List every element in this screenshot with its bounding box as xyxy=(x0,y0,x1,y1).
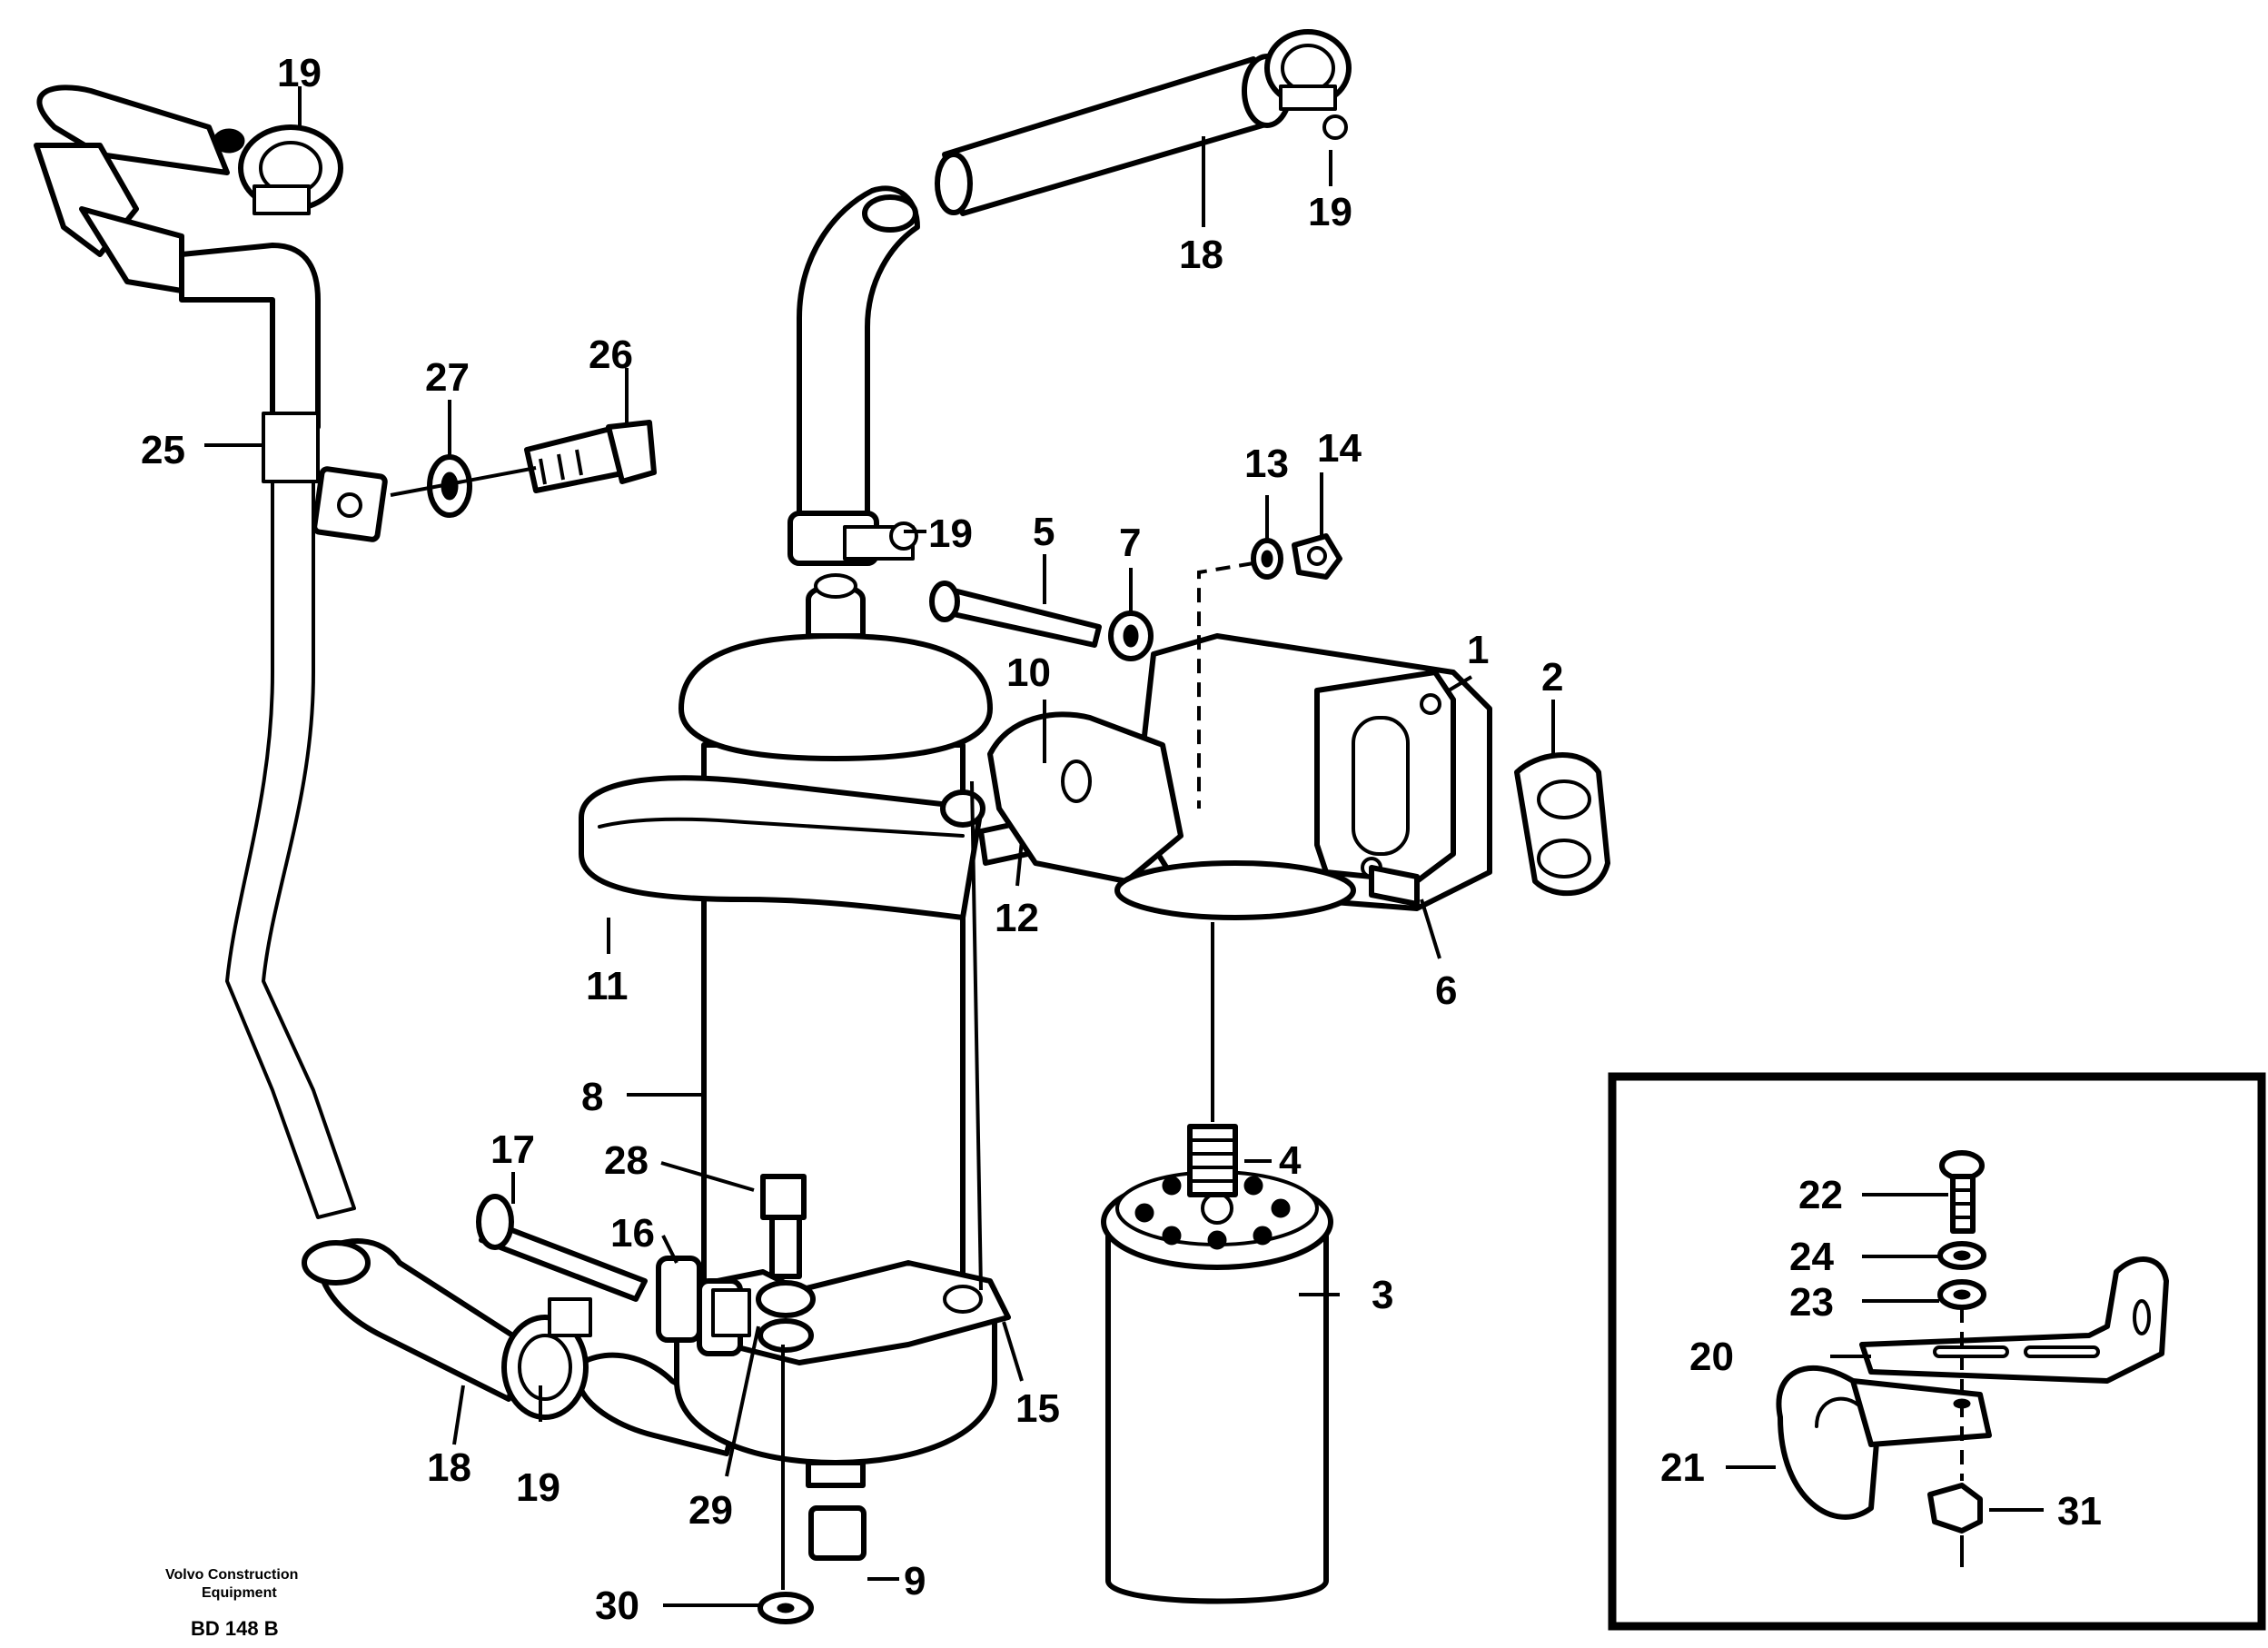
nipple-4 xyxy=(1187,1124,1238,1197)
callout-11: 11 xyxy=(586,964,629,1008)
lock-washer-24 xyxy=(1937,1241,1986,1270)
footer: Volvo Construction Equipment BD 148 B xyxy=(165,1567,298,1640)
nut-31 xyxy=(1927,1483,1983,1534)
callout-25: 25 xyxy=(141,428,185,472)
callout-15: 15 xyxy=(1015,1386,1060,1431)
callout-19-inlet: 19 xyxy=(928,511,973,556)
callout-14: 14 xyxy=(1317,426,1362,471)
upper-hose-18 xyxy=(935,54,1292,216)
hose-clamp-lower-left xyxy=(501,1297,592,1420)
callout-4: 4 xyxy=(1279,1138,1302,1183)
callout-5: 5 xyxy=(1033,510,1055,554)
screw-17 xyxy=(476,1194,648,1302)
hose-clamp-upper-right xyxy=(1264,29,1352,140)
washer-13 xyxy=(1251,538,1283,580)
hose-clamp-inlet xyxy=(787,511,918,566)
callout-13: 13 xyxy=(1244,442,1289,486)
callout-labels: 19 27 26 25 18 19 19 13 14 5 7 10 1 2 6 … xyxy=(141,51,2102,1628)
brand-line-1: Volvo Construction xyxy=(165,1567,298,1583)
washer-29 xyxy=(756,1280,816,1353)
filter-element-3 xyxy=(1101,1170,1333,1604)
callout-6: 6 xyxy=(1435,968,1457,1013)
inset-box xyxy=(1608,1072,2266,1631)
callout-22: 22 xyxy=(1798,1173,1843,1217)
callout-10: 10 xyxy=(1006,650,1051,695)
inlet-pipe xyxy=(797,185,920,530)
callout-7: 7 xyxy=(1119,521,1141,565)
callout-29: 29 xyxy=(688,1488,733,1533)
washer-23 xyxy=(1937,1279,1986,1310)
bolt-26 xyxy=(524,420,657,493)
hose-clamp-top-left xyxy=(213,124,343,215)
washer-30 xyxy=(758,1592,814,1624)
gasket-2 xyxy=(1514,752,1610,896)
leader-lines xyxy=(204,86,1555,1607)
brand-line-2: Equipment xyxy=(202,1585,277,1601)
callout-30: 30 xyxy=(595,1583,639,1628)
callout-9: 9 xyxy=(904,1559,926,1603)
callout-2: 2 xyxy=(1541,655,1563,700)
callout-24: 24 xyxy=(1789,1235,1834,1279)
callout-19-lower: 19 xyxy=(516,1465,560,1510)
callout-18-upper: 18 xyxy=(1179,233,1223,277)
callout-17: 17 xyxy=(490,1127,535,1172)
drain-plug-9 xyxy=(808,1505,867,1561)
left-hose-assembly xyxy=(34,84,738,1456)
strap-11 xyxy=(579,775,984,920)
connector-16 xyxy=(656,1256,751,1356)
callout-8: 8 xyxy=(581,1075,603,1119)
callout-1: 1 xyxy=(1467,628,1489,672)
bolt-28 xyxy=(760,1174,807,1279)
bolt-5 xyxy=(929,581,1102,648)
callout-23: 23 xyxy=(1789,1280,1834,1325)
filter-head-1 xyxy=(987,633,1492,920)
callout-3: 3 xyxy=(1372,1273,1393,1317)
callout-20: 20 xyxy=(1689,1335,1734,1379)
screw-22 xyxy=(1939,1150,1985,1234)
callout-21: 21 xyxy=(1660,1445,1705,1490)
callout-27: 27 xyxy=(425,355,470,400)
drawing-code: BD 148 B xyxy=(191,1617,279,1640)
callout-12: 12 xyxy=(995,896,1039,940)
callout-19-top-left: 19 xyxy=(277,51,322,95)
callout-19-upper-right: 19 xyxy=(1308,190,1352,234)
callout-28: 28 xyxy=(604,1138,649,1183)
nut-14 xyxy=(1292,533,1342,580)
callout-31: 31 xyxy=(2057,1489,2102,1534)
clamp-21 xyxy=(1776,1365,1992,1520)
callout-18-lower: 18 xyxy=(427,1445,471,1490)
callout-16: 16 xyxy=(610,1211,655,1256)
washer-7 xyxy=(1108,611,1154,661)
bracket-20 xyxy=(1859,1256,2169,1384)
callout-26: 26 xyxy=(589,333,633,377)
